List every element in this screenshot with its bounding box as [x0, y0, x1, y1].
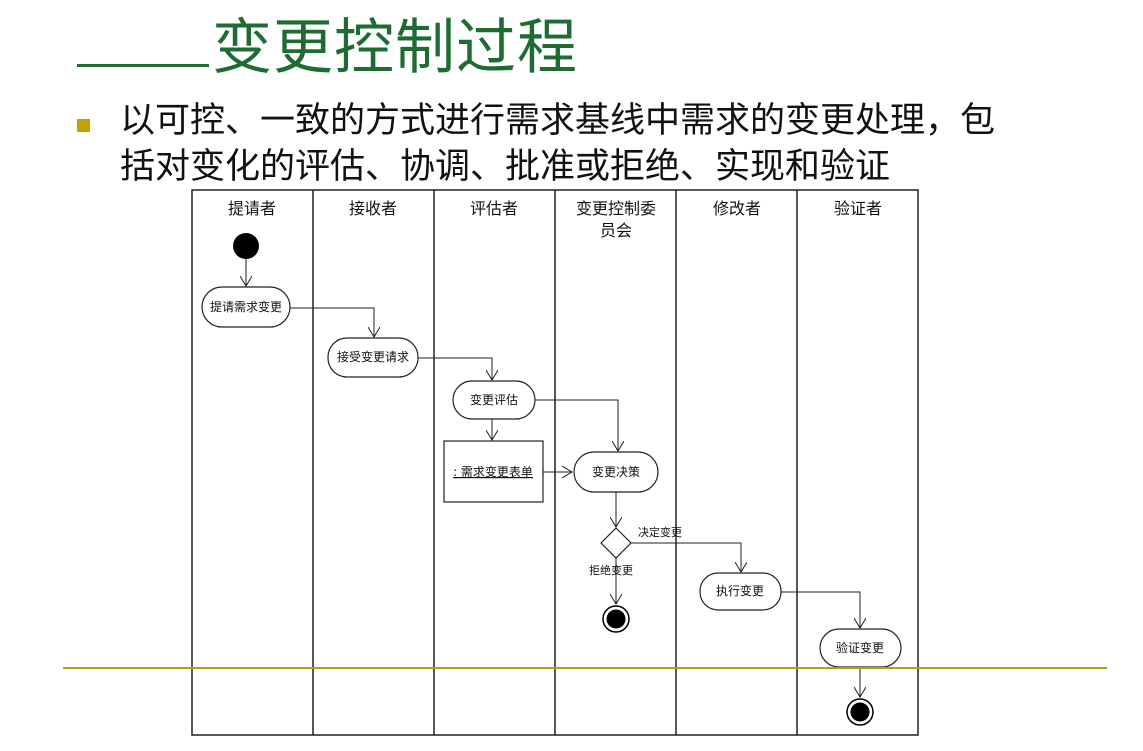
title-dash: [77, 64, 209, 67]
activity-label: 执行变更: [716, 583, 764, 598]
bullet-text: 以可控、一致的方式进行需求基线中需求的变更处理，包 括对变化的评估、协调、批准或…: [120, 98, 1110, 190]
footer-rule: [63, 667, 1107, 669]
guard-reject: 拒绝变更: [589, 563, 633, 577]
flow-arrow: [781, 591, 860, 628]
activity-label: 验证变更: [836, 640, 884, 655]
activity-label: 提请需求变更: [210, 299, 282, 314]
final-node-reject-core: [606, 609, 626, 629]
bullet-line-2: 括对变化的评估、协调、批准或拒绝、实现和验证: [120, 147, 891, 187]
bullet-line-1: 以可控、一致的方式进行需求基线中需求的变更处理，包: [120, 101, 996, 141]
activity-label: 变更评估: [470, 392, 518, 407]
guard-approve: 决定变更: [638, 525, 682, 539]
activity-request-change: [201, 286, 291, 328]
lane-header-modifier: 修改者: [713, 199, 761, 218]
flow-arrow: [290, 307, 374, 337]
flow-arrow: [535, 399, 618, 451]
lane-header-verifier: 验证者: [834, 199, 882, 218]
lane-header-ccb-line1: 变更控制委: [576, 199, 656, 218]
object-node-label: : 需求变更表单: [453, 464, 533, 479]
start-node: [233, 233, 259, 259]
flow-arrow-approve: [631, 542, 741, 572]
activity-label: 变更决策: [592, 464, 640, 479]
final-node-core: [850, 702, 870, 722]
lane-header-receiver: 接收者: [349, 199, 397, 218]
lane-header-evaluator: 评估者: [470, 199, 518, 218]
decision-node: [600, 527, 632, 559]
lane-header-requester: 提请者: [228, 199, 276, 218]
page-title: 变更控制过程: [212, 13, 578, 83]
activity-label: 接受变更请求: [337, 349, 409, 364]
bullet-marker: [77, 119, 90, 132]
object-node-change-form: [443, 440, 544, 503]
lane-header-ccb-line2: 员会: [600, 221, 632, 240]
flow-arrow: [418, 357, 492, 380]
